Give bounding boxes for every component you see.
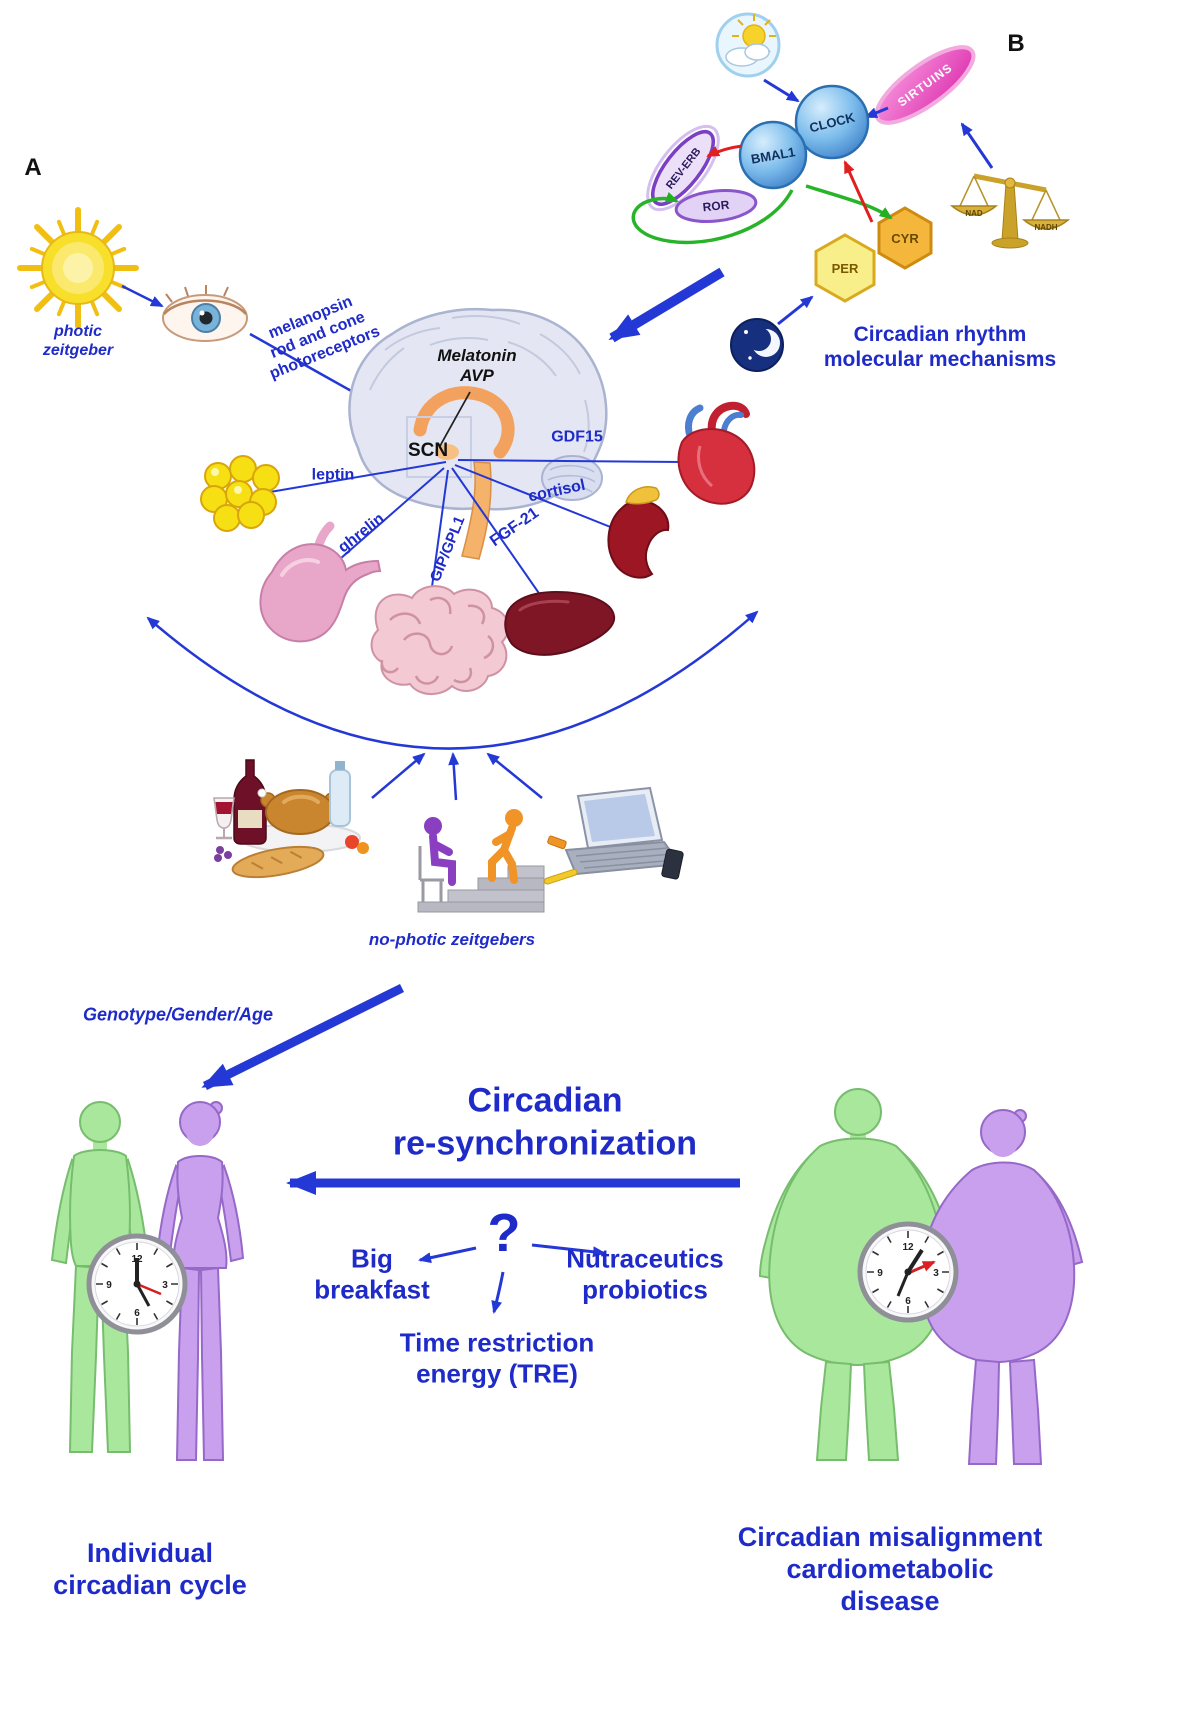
bmal1-circle: BMAL1 [738,120,808,190]
per-hexagon: PER [814,233,876,303]
melatonin-pointer-line [439,391,471,447]
big-breakfast-label: Big breakfast [314,1243,430,1304]
food-icon [213,759,369,879]
nad-balance-icon: NAD NADH [949,173,1071,249]
arrow-sun-to-eye [121,284,164,308]
red-inhibition-arrow-right [843,160,874,223]
eye-icon [162,285,248,342]
clock-circle: CLOCK [794,84,870,160]
nutraceutics-label: Nutraceutics probiotics [566,1243,724,1304]
resynchronization-title: Circadian re-synchronization [392,1081,698,1163]
cry-hexagon: CYR [877,206,933,270]
green-feedback-loop-right [805,184,893,220]
liver-icon [504,590,616,656]
sitting-person-icon [424,817,456,886]
panel-b-label: B [1007,29,1025,57]
heart-icon [677,401,756,505]
daylight-icon [715,12,781,78]
arrow-balance-to-sirtuins [960,122,994,169]
green-feedback-loop-left [631,189,794,245]
sirtuins-oval: SIRTUINS [874,45,976,125]
clock-number-3: 3 [162,1280,168,1291]
hormone-leptin-label: leptin [311,466,355,484]
exercise-stairs-icon [417,809,545,913]
molecular-mechanisms-title: Circadian rhythm molecular mechanisms [823,323,1057,371]
clock-number-6: 6 [134,1308,140,1319]
arrow-exercise-to-arch [448,752,460,801]
photic-zeitgeber-label: photic zeitgeber [42,323,114,359]
clock-number-6: 6 [905,1296,911,1307]
ror-oval: ROR [674,189,758,223]
red-inhibition-arrow-left [706,144,743,158]
climbing-person-icon [488,809,523,884]
question-mark-label: ? [487,1203,521,1264]
cry-label: CYR [891,231,919,246]
per-label: PER [832,261,859,276]
kidney-adrenal-icon [607,486,670,579]
moon-icon [730,318,784,372]
tre-label: Time restriction energy (TRE) [399,1327,595,1388]
nadh-label: NADH [1034,223,1057,232]
sun-icon [17,207,139,329]
scn-region-box [406,416,472,478]
clock-misaligned-icon: 12 3 6 9 [857,1221,959,1323]
individual-cycle-caption: Individual circadian cycle [53,1538,247,1600]
clock-number-9: 9 [106,1280,112,1291]
clock-number-9: 9 [877,1268,883,1279]
arrow-question-to-nutraceutics [531,1243,606,1258]
arrow-food-to-arch [371,752,426,799]
arrow-daylight-to-clock [763,78,800,103]
arrow-question-to-breakfast [418,1246,477,1264]
nad-label: NAD [965,209,983,218]
arrow-question-to-tre [491,1271,505,1314]
ror-label: ROR [702,198,730,215]
clock-number-12: 12 [902,1242,914,1253]
clock-number-3: 3 [933,1268,939,1279]
signal-arch [146,610,759,750]
arrow-moon-to-per [777,295,814,326]
arrow-mechanisms-to-brain [608,267,725,343]
brain-illustration [348,307,608,560]
hormone-gdf15-label: GDF15 [551,428,603,446]
scn-label: SCN [407,439,449,461]
lean-woman-figure [155,1101,245,1461]
melatonin-avp-label: Melatonin AVP [437,345,517,385]
rev-erb-oval: REV-ERB [646,124,720,212]
panel-a-label: A [24,153,42,181]
misalignment-caption: Circadian misalignment cardiometabolic d… [737,1522,1043,1616]
arrow-sirtuins-to-clock [864,106,889,119]
nonphotic-zeitgebers-label: no-photic zeitgebers [368,929,536,949]
adipose-tissue-icon [200,455,280,532]
lean-man-figure [50,1101,150,1453]
intestine-icon [370,585,510,695]
genotype-gender-age-label: Genotype/Gender/Age [82,1004,274,1025]
laptop-icon [543,786,684,885]
arrow-genotype-to-individual [201,983,405,1091]
clock-normal-icon: 12 3 6 9 [86,1233,188,1335]
arrow-screen-to-arch [486,752,543,799]
